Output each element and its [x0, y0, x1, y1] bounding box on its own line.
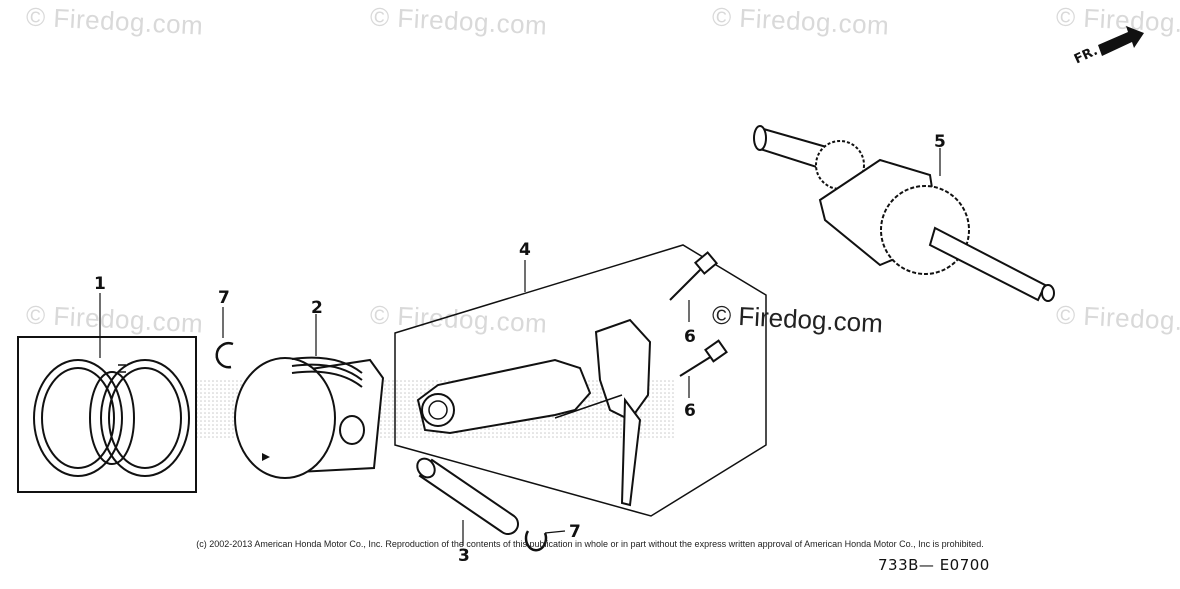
connecting-rod-assembly[interactable]: [394, 244, 767, 517]
bolt-lower[interactable]: [679, 339, 728, 377]
crankshaft[interactable]: [753, 125, 1055, 302]
copyright-notice: (c) 2002-2013 American Honda Motor Co., …: [196, 539, 984, 549]
piston-ring-set[interactable]: [17, 336, 197, 493]
piston-pin[interactable]: [414, 455, 519, 535]
callout-2: 2: [311, 298, 323, 318]
callout-3: 3: [458, 546, 470, 566]
diagram-code: 733B— E0700: [878, 556, 990, 574]
callout-7-top: 7: [218, 288, 230, 308]
callout-4: 4: [519, 240, 531, 260]
front-arrow-icon: [1098, 26, 1144, 56]
piston-clip-bottom[interactable]: [524, 530, 548, 552]
leader-7-bottom: [544, 530, 566, 534]
callout-6-upper: 6: [684, 327, 696, 347]
piston-clip-top[interactable]: [215, 342, 234, 369]
bolt-upper[interactable]: [669, 251, 719, 301]
piston[interactable]: [234, 356, 385, 479]
callout-1: 1: [94, 274, 106, 294]
callout-7-bottom: 7: [569, 522, 581, 542]
callout-5: 5: [934, 132, 946, 152]
callout-6-lower: 6: [684, 401, 696, 421]
